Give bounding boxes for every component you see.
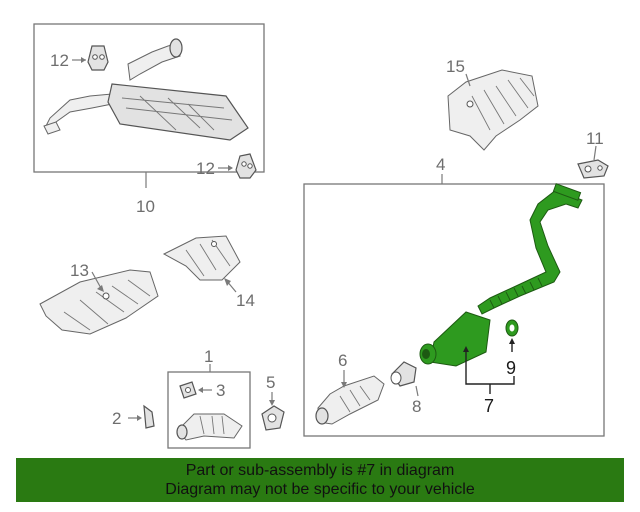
callout-1: 1 xyxy=(204,347,213,366)
part-12-hanger-bottom[interactable] xyxy=(235,153,257,179)
part-11-gasket[interactable] xyxy=(577,159,609,179)
callout-6: 6 xyxy=(338,351,347,370)
callout-10: 10 xyxy=(136,197,155,216)
part-5-gasket[interactable] xyxy=(261,405,285,431)
exhaust-system-diagram: 12 12 10 15 11 4 xyxy=(33,23,609,449)
banner-line-2: Diagram may not be specific to your vehi… xyxy=(165,481,475,498)
callout-3: 3 xyxy=(216,381,225,400)
part-7-center-muffler-pipe[interactable] xyxy=(419,183,583,367)
part-6-catalytic-converter[interactable] xyxy=(315,375,385,425)
callout-4: 4 xyxy=(436,155,445,174)
part-1-front-pipe[interactable] xyxy=(176,413,243,441)
callout-8: 8 xyxy=(412,397,421,416)
callout-9: 9 xyxy=(506,358,516,378)
callout-2: 2 xyxy=(112,409,121,428)
callout-14: 14 xyxy=(236,291,255,310)
part-12-hanger-top[interactable] xyxy=(87,45,109,71)
callout-11: 11 xyxy=(586,129,604,148)
group-box-1 xyxy=(167,371,251,449)
callout-13: 13 xyxy=(70,261,89,280)
part-2-gasket[interactable] xyxy=(143,404,155,429)
part-14-heat-shield[interactable] xyxy=(162,235,241,281)
part-9-hanger[interactable] xyxy=(505,319,519,337)
part-15-heat-shield[interactable] xyxy=(447,69,539,151)
callout-5: 5 xyxy=(266,373,275,392)
callout-7: 7 xyxy=(484,396,494,416)
group-box-4 xyxy=(303,183,605,437)
part-8-clamp[interactable] xyxy=(390,361,417,387)
part-10-rear-muffler[interactable] xyxy=(43,38,249,141)
info-banner: Part or sub-assembly is #7 in diagram Di… xyxy=(16,458,624,502)
banner-line-1: Part or sub-assembly is #7 in diagram xyxy=(185,462,455,479)
part-13-heat-shield[interactable] xyxy=(39,269,159,335)
callout-12-top: 12 xyxy=(50,51,69,70)
callout-15: 15 xyxy=(446,57,465,76)
group-box-10 xyxy=(33,23,265,173)
part-3-gasket[interactable] xyxy=(179,381,197,399)
callout-12-bottom: 12 xyxy=(196,159,215,178)
